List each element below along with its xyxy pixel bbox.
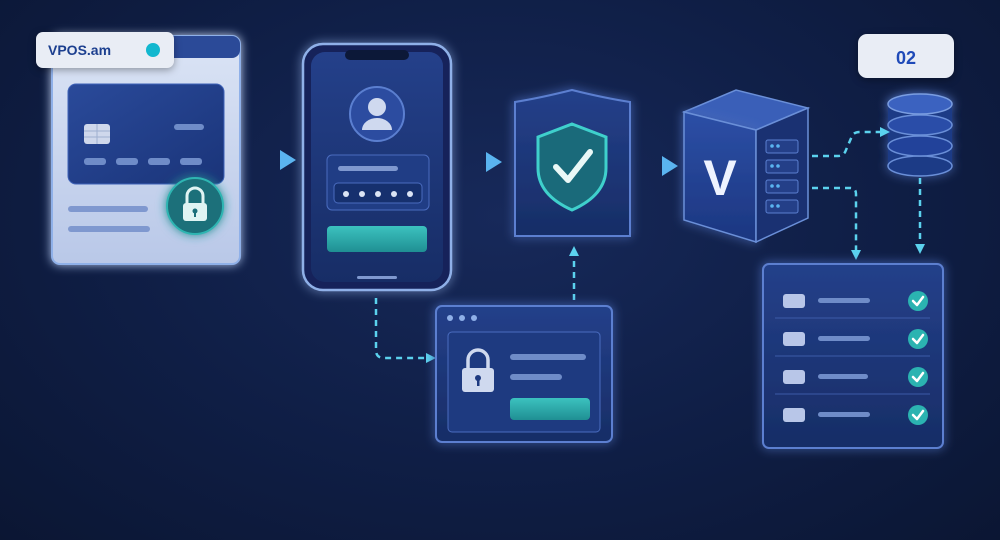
arrow-phone-to-shield [458,152,502,172]
shield-check-icon [536,122,608,212]
server-cube-icon: V [681,89,811,244]
connector-phone-to-verify [374,298,428,360]
checklist-row-1 [775,291,930,319]
checklist-row-2 [775,329,930,357]
connector-server-to-database [812,130,882,158]
server-logo-letter: V [703,150,737,206]
verification-window [435,305,613,443]
arrow-shield-to-server [636,156,678,176]
checklist-row-3 [775,367,930,395]
card-payment-page [51,35,241,265]
smartphone-icon [301,42,453,292]
connector-arrowheads [426,127,925,363]
brand-badge: VPOS.am [36,32,174,68]
step-number: 02 [895,48,917,68]
database-icon [887,93,953,177]
arrow-card-to-phone [250,150,296,170]
padlock-icon [462,348,494,392]
brand-name: VPOS.am [48,42,112,58]
connector-server-to-checklist [812,186,858,252]
checklist-row-4 [783,405,928,425]
security-panel [514,88,631,237]
step-badge: 02 [858,34,954,78]
padlock-icon [166,177,224,235]
brand-status-dot [146,43,160,57]
checklist-icon [762,263,944,449]
credit-card-icon [67,83,225,185]
dashed-connectors [374,130,922,360]
user-avatar-icon [349,86,405,142]
